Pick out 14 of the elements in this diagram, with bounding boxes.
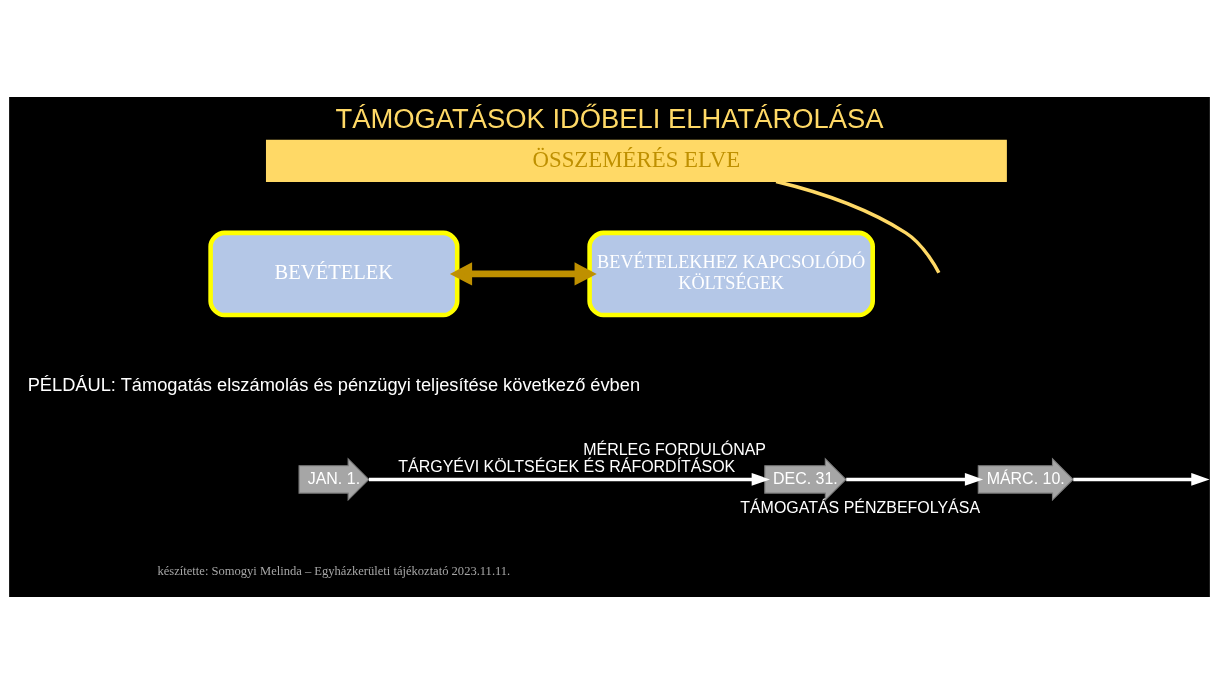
diagram-title: TÁMOGATÁSOK IDŐBELI ELHATÁROLÁSA (335, 102, 884, 134)
connector (775, 179, 941, 274)
node-box: BEVÉTELEKHEZ KAPCSOLÓDÓ KÖLTSÉGEK (587, 230, 875, 317)
node-box: ÖSSZEMÉRÉS ELVE (265, 139, 1007, 182)
node-box: BEVÉTELEK (208, 230, 460, 317)
caption: készítette: Somogyi Melinda – Egyházkerületi tájékoztató 2023.11.11. (157, 563, 511, 578)
node-label: MÉRLEG FORDULÓNAP (583, 440, 767, 458)
arrow (846, 472, 984, 486)
edge-label: TÁRGYÉVI KÖLTSÉGEK ÉS RÁFORDÍTÁSOK (398, 457, 736, 475)
label: PÉLDÁUL: Támogatás elszámolás és pénzügyi teljesítése következő évben (27, 373, 641, 395)
node-label: TÁMOGATÁS PÉNZBEFOLYÁSA (740, 498, 981, 516)
arrow (1073, 472, 1210, 486)
arrow (449, 261, 597, 286)
arrow (368, 472, 770, 486)
